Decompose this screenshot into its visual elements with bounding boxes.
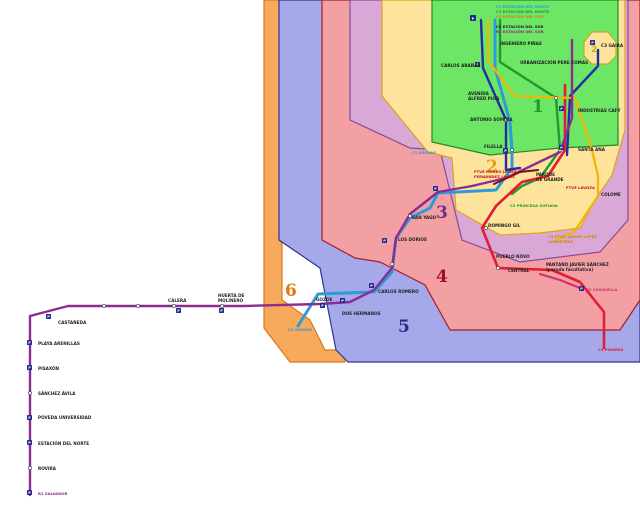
label-huerta-2: MOLINERO [218, 298, 244, 303]
label-pueblo-nuevo: PUEBLO NOVO [496, 254, 530, 259]
svg-text:P: P [591, 41, 594, 45]
label-fte-lavoza: FTVE LAVOZA [566, 185, 595, 190]
label-c3-gaira: C3 GAIRA [601, 43, 624, 48]
label-c1-arenas-b: C1 ARENAS [288, 327, 312, 332]
label-c3-est-norte: C3 ESTACIÓN DEL SUR [496, 14, 544, 19]
label-calera: CALERA [168, 298, 187, 303]
label-c4-pinares: C4 PINARES [598, 347, 624, 352]
label-playa: PLAYA ARENILLAS [38, 341, 80, 346]
svg-text:P: P [177, 309, 180, 313]
label-fte-museo-1: FTVE MUSEO JAVIER [474, 169, 517, 174]
svg-text:P: P [434, 187, 437, 191]
line-r3 [538, 272, 582, 290]
label-dos-hermanos: DOS HERMANOS [342, 311, 381, 316]
svg-text:P: P [504, 149, 507, 153]
svg-text:P: P [28, 416, 31, 420]
label-gozoe: GOZOE [316, 297, 333, 302]
zone-3-label: 3 [436, 203, 448, 223]
label-rovira: ROVIRA [38, 466, 57, 471]
label-pisaxon: PISAXÓN [38, 366, 60, 371]
svg-text:P: P [383, 239, 386, 243]
zone-2-gaira-area [583, 31, 617, 65]
label-c5-est-sur: C5 ESTACIÓN DEL SUR [496, 24, 544, 29]
label-sanchez: SÁNCHEZ ÁVILA [38, 391, 76, 396]
zone-2-label: 2 [486, 157, 498, 177]
svg-text:P: P [28, 366, 31, 370]
label-los-dorios: LOS DORIOS [398, 237, 427, 242]
label-carlos-arias: CARLOS ARAÑAS [441, 63, 481, 68]
label-c2-est-norte: C2 ESTACIÓN DEL NORTE [496, 9, 549, 14]
svg-text:P: P [28, 441, 31, 445]
label-c1-est-norte: C1 ESTACIÓN DEL NORTE [496, 4, 549, 9]
zone-6-label: 6 [285, 281, 297, 301]
label-c5-2: CARRETERA [548, 239, 573, 244]
svg-text:P: P [321, 304, 324, 308]
label-santa-ana: SANTA ANA [578, 147, 606, 152]
svg-text:P: P [220, 309, 223, 313]
label-domingo-gil: DOMINGO GIL [488, 223, 521, 228]
station-labels: C1 ESTACIÓN DEL NORTE C2 ESTACIÓN DEL NO… [38, 4, 624, 496]
label-parque-2: DE GRANDE [536, 177, 564, 182]
line-c5 [486, 18, 600, 242]
label-c5-1: C5 FTVE. JAVIER LOPEZ [548, 234, 597, 239]
svg-text:P: P [472, 17, 475, 21]
label-pantano-2: (parada facultativa) [546, 267, 593, 272]
label-r3-casavella: R3 CASAVELLA [586, 287, 617, 292]
label-san-yago: SAN YAGO [412, 215, 437, 220]
zone-2-gaira-label: 2 [591, 45, 597, 55]
label-fte-museo-2: FERNÁNDEZ LÓPEZ [474, 174, 515, 179]
label-c1-arenas: C1 ARENAS [412, 150, 436, 155]
svg-text:P: P [560, 107, 563, 111]
svg-text:P: P [476, 63, 479, 67]
svg-text:P: P [580, 287, 583, 291]
label-huerta-1: HUERTA DE [218, 293, 245, 298]
label-urbanizacion: URBANIZACIÓN PERE COMAS [520, 60, 588, 65]
line-c1 [296, 18, 514, 328]
label-industrias: INDUSTRIAS CAFY [578, 108, 621, 113]
label-estacion-norte: ESTACIÓN DEL NORTE [38, 441, 89, 446]
parking-badges: P P P P P P P P P P P P P P P P P P P P [27, 15, 595, 495]
label-colome: COLOMÉ [601, 192, 621, 197]
svg-text:P: P [341, 299, 344, 303]
line-fte [493, 169, 539, 185]
label-avenida-1: AVENIDA [468, 91, 490, 96]
label-ingeniero: INGENIERO PIÑAS [500, 41, 542, 46]
label-r1-salvador: R1 SALVADOR [38, 491, 67, 496]
label-carlos-romero: CARLOS ROMERO [378, 289, 419, 294]
zone-4-label: 4 [436, 267, 448, 287]
label-filella: FILELLA [484, 144, 503, 149]
label-central: CENTRAL [508, 268, 530, 273]
svg-text:P: P [28, 341, 31, 345]
zone-5-label: 5 [398, 317, 410, 337]
svg-text:P: P [560, 146, 563, 150]
line-c4 [480, 83, 606, 350]
label-c2-princesa: C2 PRINCESA SOFIAVA [510, 203, 558, 208]
label-poveda: POVEDA UNIVERSIDAD [38, 415, 92, 420]
label-parque-1: PARQUE [536, 172, 555, 177]
label-pantano-1: PANTANO JAVIER SÁNCHEZ [546, 262, 609, 267]
svg-text:P: P [28, 491, 31, 495]
zone-1-label: 1 [532, 97, 544, 117]
svg-text:P: P [370, 284, 373, 288]
label-castaneda: CASTAÑEDA [58, 320, 87, 325]
label-antonio: ANTONIO SOPEÑA [470, 117, 513, 122]
label-avenida-2: ALFRED PUIG [468, 96, 500, 101]
svg-text:P: P [47, 315, 50, 319]
label-r1-est-sur: R1 ESTACIÓN DEL SUR [496, 29, 544, 34]
